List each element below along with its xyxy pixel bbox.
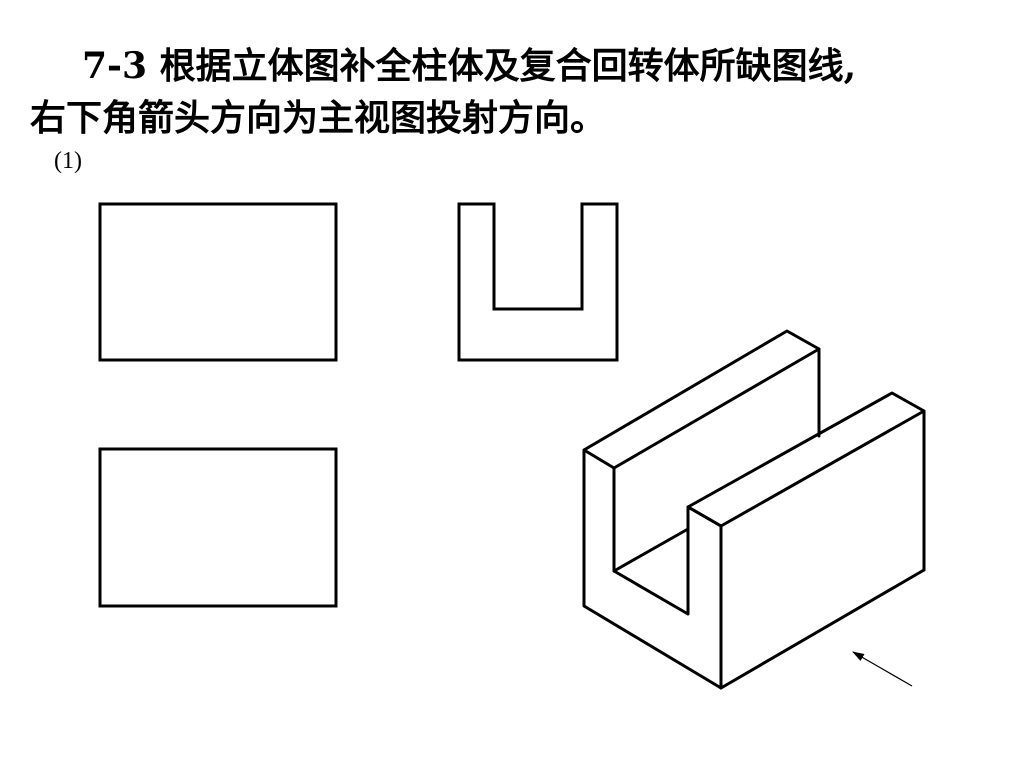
subpart-label: (1) <box>54 148 82 174</box>
iso-left-wall-top <box>582 329 821 470</box>
top-view-rect <box>98 447 338 608</box>
side-view-u-shape <box>457 202 619 362</box>
iso-right-wall-top <box>686 391 926 528</box>
title-line-1: 7-3 根据立体图补全柱体及复合回转体所缺图线, <box>82 45 857 87</box>
front-view-rect <box>98 202 338 362</box>
iso-slot-floor-edge <box>612 527 690 573</box>
problem-title: 7-3 根据立体图补全柱体及复合回转体所缺图线, 右下角箭头方向为主视图投射方向… <box>30 40 1010 144</box>
iso-bottom-right-edge <box>719 568 926 690</box>
iso-left-face <box>582 448 723 690</box>
projection-arrow <box>852 651 913 687</box>
isometric-u-block <box>582 329 926 690</box>
title-line-2: 右下角箭头方向为主视图投射方向。 <box>30 97 607 139</box>
